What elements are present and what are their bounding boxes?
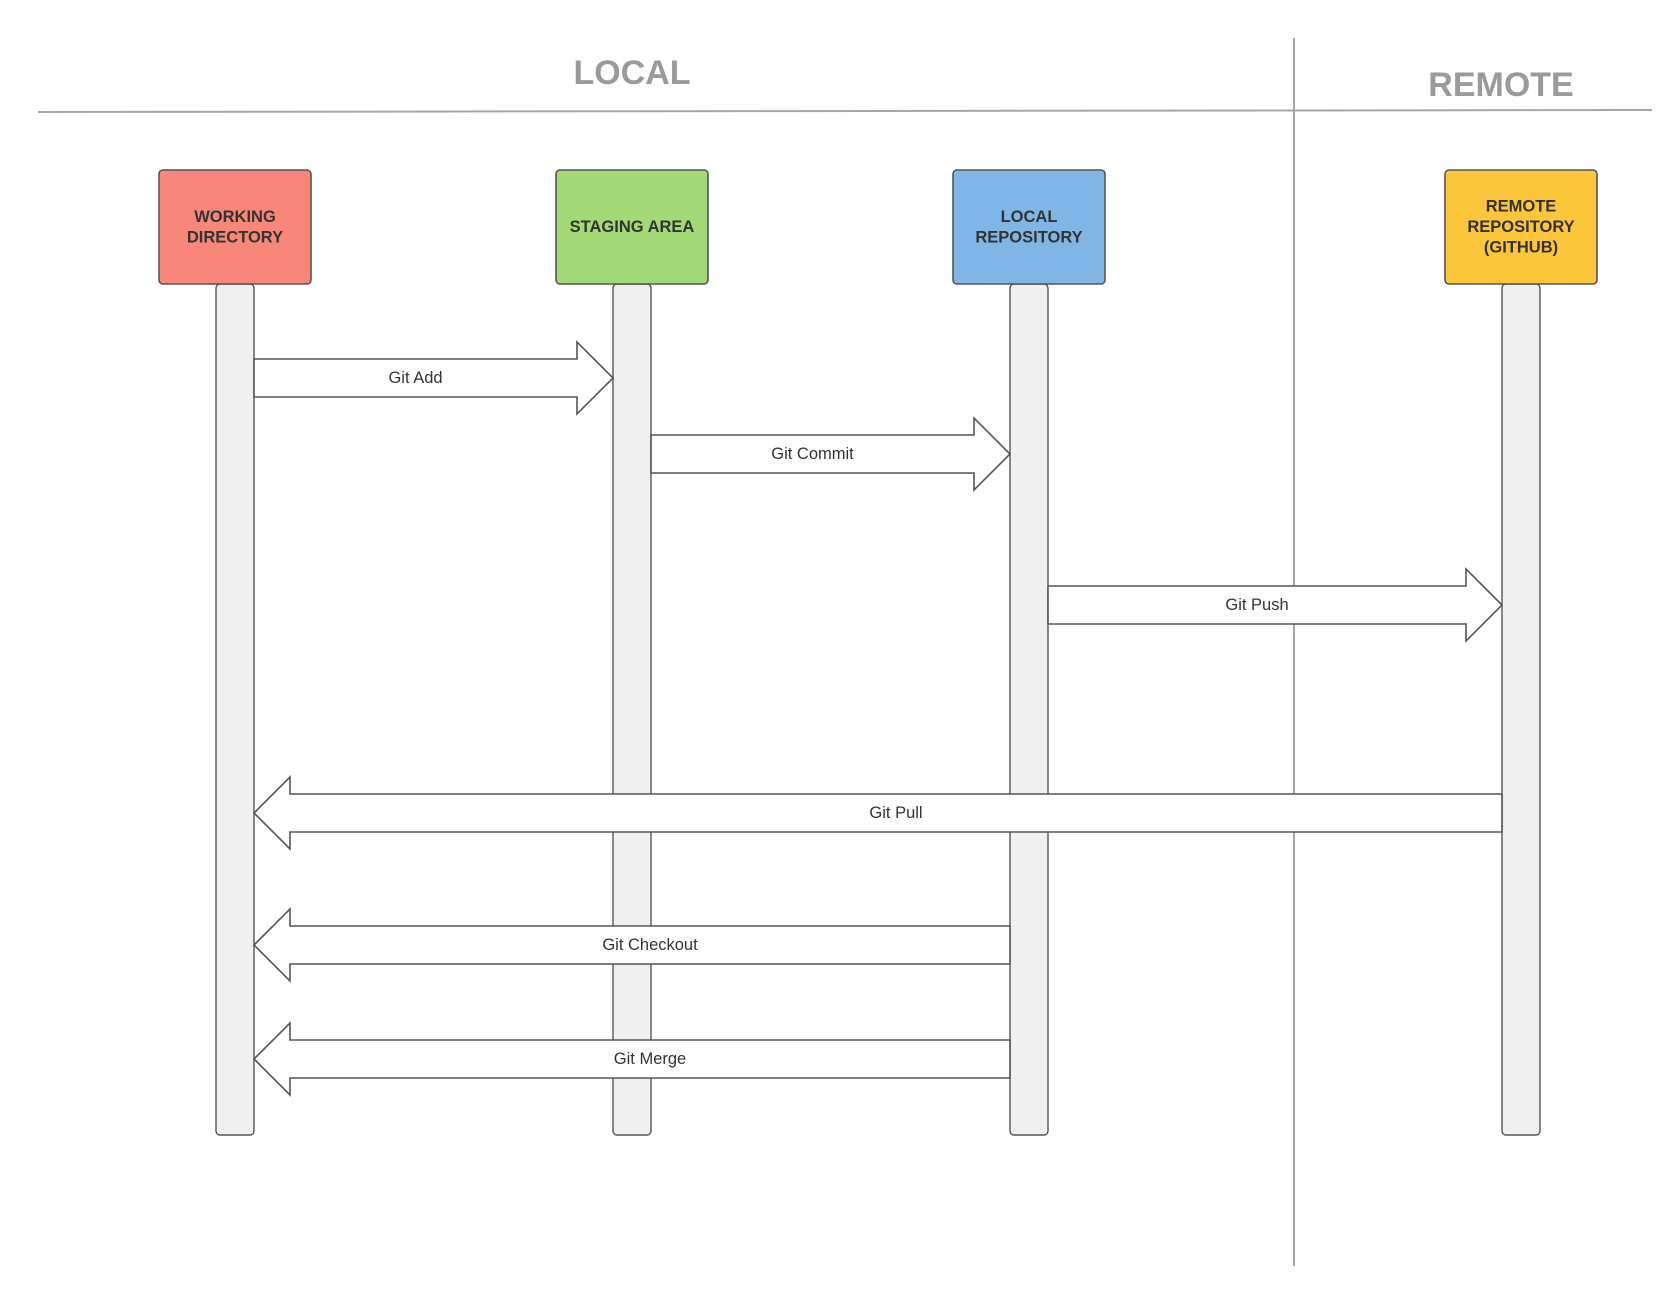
message-git-push: Git Push (1047, 567, 1504, 643)
arrow-git-pull (252, 775, 1503, 851)
arrow-git-commit (650, 416, 1012, 492)
node-local-repository: LOCAL REPOSITORY (952, 169, 1106, 285)
region-title-remote: REMOTE (1428, 66, 1573, 104)
arrow-git-add (253, 340, 615, 416)
arrow-label-git-checkout: Git Checkout (602, 936, 698, 954)
node-label-local-repository: REPOSITORY (975, 228, 1082, 246)
node-label-local-repository: LOCAL (1001, 208, 1058, 226)
message-git-pull: Git Pull (252, 775, 1503, 851)
arrow-label-git-pull: Git Pull (869, 804, 922, 822)
lifeline-staging-area (612, 283, 652, 1136)
message-git-commit: Git Commit (650, 416, 1012, 492)
node-remote-repository: REMOTE REPOSITORY (GITHUB) (1444, 169, 1598, 285)
arrow-label-git-push: Git Push (1225, 596, 1288, 614)
message-git-checkout: Git Checkout (252, 907, 1011, 983)
node-box-staging-area (555, 169, 709, 285)
arrow-git-checkout (252, 907, 1011, 983)
node-label-remote-repository: REMOTE (1486, 198, 1557, 216)
node-label-working-directory: WORKING (194, 208, 276, 226)
arrow-git-merge (252, 1021, 1011, 1097)
node-box-working-directory (158, 169, 312, 285)
node-box-remote-repository (1444, 169, 1598, 285)
message-git-merge: Git Merge (252, 1021, 1011, 1097)
node-working-directory: WORKING DIRECTORY (158, 169, 312, 285)
node-label-staging-area: STAGING AREA (570, 218, 695, 236)
node-box-local-repository (952, 169, 1106, 285)
node-label-remote-repository: REPOSITORY (1467, 218, 1574, 236)
region-title-local: LOCAL (573, 54, 690, 92)
node-label-working-directory: DIRECTORY (187, 228, 283, 246)
lifeline-local-repository (1009, 283, 1049, 1136)
arrow-label-git-merge: Git Merge (614, 1050, 686, 1068)
arrow-git-push (1047, 567, 1504, 643)
lifeline-working-directory (215, 283, 255, 1136)
node-label-remote-repository: (GITHUB) (1484, 239, 1558, 257)
region-divider-horizontal (37, 109, 1653, 113)
node-staging-area: STAGING AREA (555, 169, 709, 285)
lifeline-remote-repository (1501, 283, 1541, 1136)
message-git-add: Git Add (253, 340, 615, 416)
arrow-label-git-add: Git Add (388, 369, 442, 387)
arrow-label-git-commit: Git Commit (771, 445, 854, 463)
